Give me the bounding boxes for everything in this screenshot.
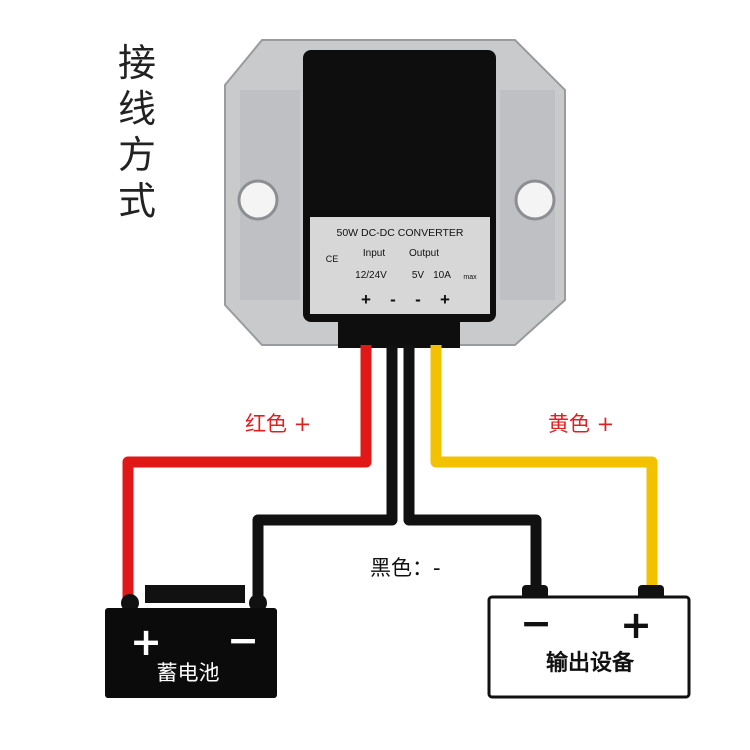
ce-mark: CE [326,254,339,264]
red-wire [122,345,372,600]
spec-label-plate [310,217,490,314]
device-plus-symbol: + [620,603,652,647]
input-label: Input [363,248,385,259]
mounting-hole-left [237,179,279,221]
input-voltage: 12/24V [355,270,387,281]
device-minus-symbol: − [520,601,552,645]
black-wire-label: 黑色：- [370,556,441,580]
battery-label: 蓄电池 [157,661,220,685]
black-wire-output [403,345,542,590]
yellow-wire [430,345,658,590]
output-voltage: 5V [412,270,425,281]
black-wire-input [252,345,398,600]
output-label: Output [409,248,439,259]
diagram-title: 接线方式 [118,41,157,223]
yellow-wire-label: 黄色 + [548,412,615,436]
battery [105,585,277,698]
output-device [487,585,691,699]
battery-plus-symbol: + [130,620,162,664]
output-device-label: 输出设备 [546,650,635,676]
terminal-output-plus: + [440,290,450,309]
terminal-input-minus: - [390,290,396,309]
max-label: max [463,274,477,281]
cable-gland [338,318,460,348]
battery-minus-symbol: − [227,618,259,662]
output-current: 10A [433,270,451,281]
terminal-input-plus: + [361,290,371,309]
red-wire-label: 红色 + [245,412,312,436]
mounting-hole-right [514,179,556,221]
terminal-output-minus: - [415,290,421,309]
module-heading: 50W DC-DC CONVERTER [337,227,464,239]
